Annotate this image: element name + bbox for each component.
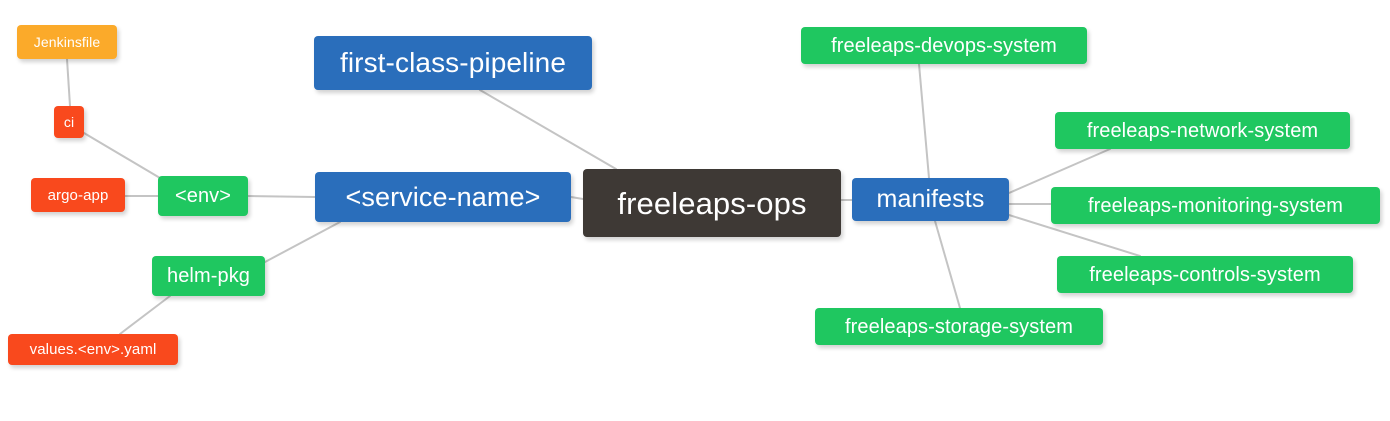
edge-ci-env xyxy=(83,132,161,179)
node-helm-pkg[interactable]: helm-pkg xyxy=(152,256,265,296)
node-ci[interactable]: ci xyxy=(54,106,84,138)
node-label-freeleaps-controls-system: freeleaps-controls-system xyxy=(1089,263,1321,286)
edge-service-ops xyxy=(570,196,584,200)
edge-manifests-devops xyxy=(918,63,930,179)
node-label-manifests: manifests xyxy=(876,185,985,213)
node-manifests[interactable]: manifests xyxy=(852,178,1009,221)
node-label-freeleaps-network-system: freeleaps-network-system xyxy=(1086,119,1319,142)
node-label-jenkinsfile: Jenkinsfile xyxy=(33,34,101,50)
edge-values-helm xyxy=(119,295,171,335)
node-service-name[interactable]: <service-name> xyxy=(315,172,571,222)
edge-env-service xyxy=(247,195,316,198)
edge-manifests-storage xyxy=(934,220,961,309)
node-label-helm-pkg: helm-pkg xyxy=(166,265,251,287)
node-label-freeleaps-devops-system: freeleaps-devops-system xyxy=(831,34,1057,57)
node-freeleaps-controls-system[interactable]: freeleaps-controls-system xyxy=(1057,256,1353,293)
node-freeleaps-ops[interactable]: freeleaps-ops xyxy=(583,169,841,237)
node-label-argo-app: argo-app xyxy=(47,186,109,204)
node-freeleaps-storage-system[interactable]: freeleaps-storage-system xyxy=(815,308,1103,345)
edge-pipeline-ops xyxy=(479,89,617,170)
node-label-freeleaps-ops: freeleaps-ops xyxy=(617,185,807,221)
node-env[interactable]: <env> xyxy=(158,176,248,216)
node-label-freeleaps-monitoring-system: freeleaps-monitoring-system xyxy=(1087,194,1343,217)
node-label-first-class-pipeline: first-class-pipeline xyxy=(339,47,567,78)
edge-helm-service xyxy=(264,221,341,263)
node-freeleaps-monitoring-system[interactable]: freeleaps-monitoring-system xyxy=(1051,187,1380,224)
node-freeleaps-network-system[interactable]: freeleaps-network-system xyxy=(1055,112,1350,149)
node-label-service-name: <service-name> xyxy=(345,181,541,212)
node-argo-app[interactable]: argo-app xyxy=(31,178,125,212)
node-freeleaps-devops-system[interactable]: freeleaps-devops-system xyxy=(801,27,1087,64)
node-label-ci: ci xyxy=(63,114,75,130)
node-label-env: <env> xyxy=(174,185,232,207)
edge-jenkinsfile-ci xyxy=(66,58,71,107)
node-jenkinsfile[interactable]: Jenkinsfile xyxy=(17,25,117,59)
node-values-yaml[interactable]: values.<env>.yaml xyxy=(8,334,178,365)
node-label-values-yaml: values.<env>.yaml xyxy=(29,341,157,358)
node-label-freeleaps-storage-system: freeleaps-storage-system xyxy=(844,315,1074,338)
node-first-class-pipeline[interactable]: first-class-pipeline xyxy=(314,36,592,90)
